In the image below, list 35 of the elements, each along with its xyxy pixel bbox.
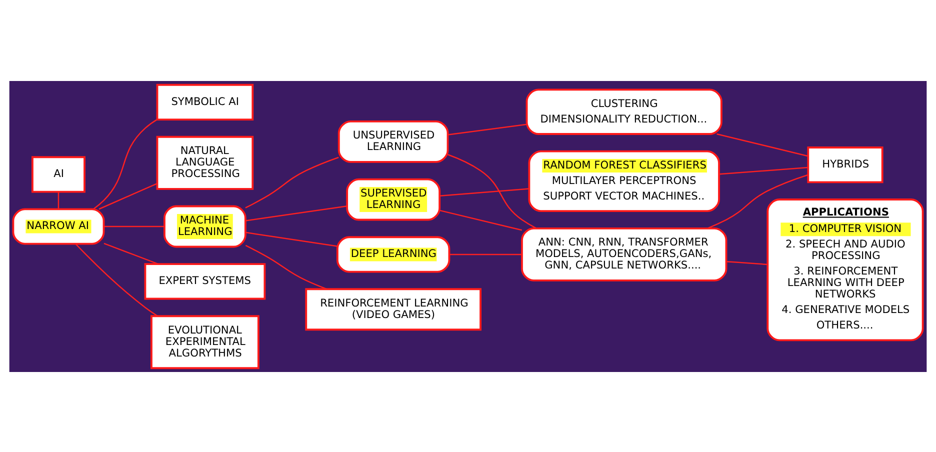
connector	[98, 182, 158, 210]
node-box: UNSUPERVISED LEARNING	[338, 120, 449, 162]
node-box: REINFORCEMENT LEARNING (VIDEO GAMES)	[305, 288, 482, 330]
node-box: DEEP LEARNING	[336, 236, 450, 272]
node-box: EVOLUTIONAL EXPERIMENTAL ALGORYTHMS	[150, 314, 260, 369]
connector	[93, 118, 158, 209]
node-box: HYBRIDS	[807, 146, 884, 183]
connector	[245, 204, 348, 221]
node-box: APPLICATIONS 1. COMPUTER VISION 2. SPEECH AND AUDIO PROCESSING 3. REINFORCEMENT LEARNING WITH DEEP NETWORKS 4. GENERATIVE MODELS OTHERS....	[766, 198, 924, 341]
connector	[448, 154, 537, 228]
node-box: AI	[32, 156, 86, 192]
node-box: MACHINE LEARNING	[164, 204, 246, 248]
connector	[726, 260, 768, 265]
connector	[719, 166, 808, 174]
node-box: NATURAL LANGUAGE PROCESSING	[156, 135, 254, 190]
node-box: NARROW AI	[12, 208, 105, 244]
connector	[707, 174, 808, 228]
node-box: RANDOM FOREST CLASSIFIERS MULTILAYER PERCEPTRONS SUPPORT VECTOR MACHINES..	[528, 150, 720, 212]
connector	[58, 192, 60, 209]
connector	[440, 209, 522, 230]
node-box: CLUSTERING DIMENSIONALITY REDUCTION...	[526, 88, 722, 134]
node-box: SYMBOLIC AI	[156, 83, 254, 120]
connector	[245, 156, 339, 208]
connector	[245, 231, 338, 246]
node-box: ANN: CNN, RNN, TRANSFORMER MODELS, AUTOENCODERS,GANs, GNN, CAPSULE NETWORKS....	[521, 226, 728, 281]
node-box: SUPERVISED LEARNING	[346, 178, 441, 220]
connector	[75, 243, 158, 316]
connector	[440, 188, 530, 196]
connector	[104, 225, 164, 227]
connector	[449, 253, 522, 255]
connector	[104, 242, 159, 264]
connector	[716, 132, 808, 156]
connector	[245, 244, 327, 290]
node-box: EXPERT SYSTEMS	[144, 262, 266, 300]
connector	[448, 123, 527, 135]
